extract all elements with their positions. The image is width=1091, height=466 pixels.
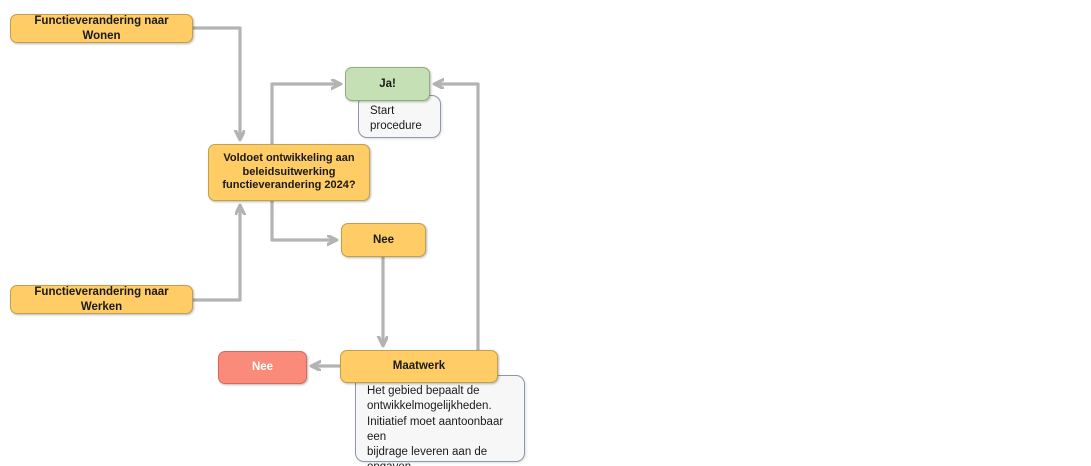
node-decision-voldoet-ontwikkeling-label: Voldoet ontwikkeling aan beleidsuitwerki… xyxy=(222,152,356,192)
node-decision-voldoet-ontwikkeling[interactable]: Voldoet ontwikkeling aan beleidsuitwerki… xyxy=(208,144,370,201)
node-ja[interactable]: Ja! xyxy=(345,67,430,101)
edge-vraag-to-nee xyxy=(270,201,336,240)
node-nee-rood-label: Nee xyxy=(251,361,274,374)
note-start-procedure-text: Start procedure xyxy=(370,105,422,133)
node-functieverandering-naar-wonen-label: Functieverandering naar Wonen xyxy=(34,15,169,42)
note-start-procedure: Start procedure xyxy=(358,95,441,138)
node-maatwerk[interactable]: Maatwerk xyxy=(340,350,498,383)
node-nee-midden-label: Nee xyxy=(372,233,395,246)
node-functieverandering-naar-wonen[interactable]: Functieverandering naar Wonen xyxy=(10,14,193,43)
node-ja-label: Ja! xyxy=(379,77,396,90)
node-nee-midden[interactable]: Nee xyxy=(341,223,426,257)
edge-maatwerk-to-ja xyxy=(435,84,480,350)
node-nee-rood[interactable]: Nee xyxy=(218,351,307,384)
node-functieverandering-naar-werken[interactable]: Functieverandering naar Werken xyxy=(10,285,193,314)
note-maatwerk-toelichting-text: Het gebied bepaalt de ontwikkelmogelijkh… xyxy=(367,385,504,466)
edge-werken-to-vraag xyxy=(193,206,240,302)
edge-wonen-to-vraag xyxy=(193,26,240,139)
node-maatwerk-label: Maatwerk xyxy=(392,360,446,373)
edge-vraag-to-ja xyxy=(270,84,340,144)
note-maatwerk-toelichting: Het gebied bepaalt de ontwikkelmogelijkh… xyxy=(355,375,525,466)
node-functieverandering-naar-werken-label: Functieverandering naar Werken xyxy=(34,286,169,313)
